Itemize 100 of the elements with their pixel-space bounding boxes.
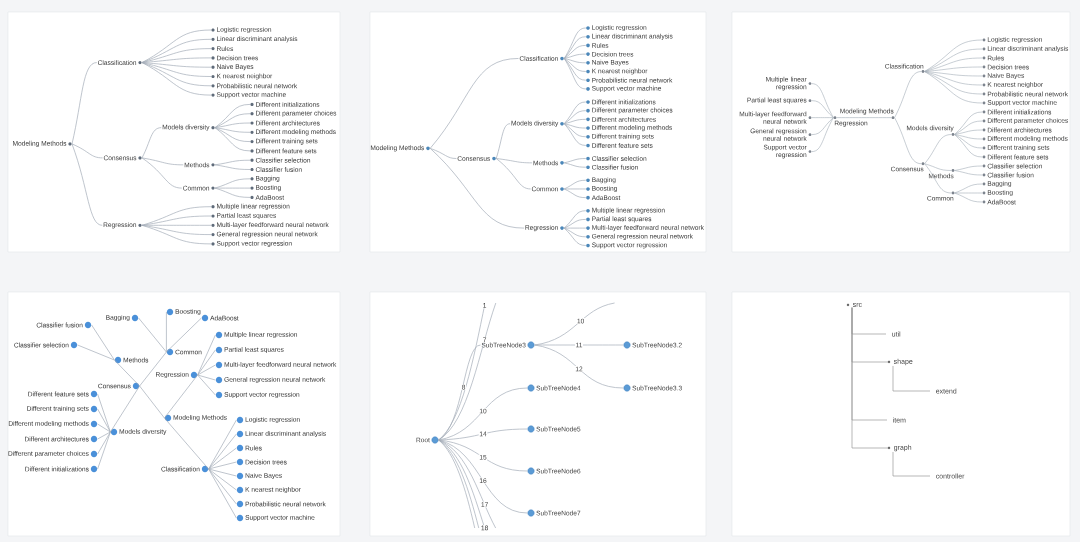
connector — [166, 317, 202, 353]
connector — [924, 71, 983, 77]
connector — [563, 58, 587, 81]
connector — [214, 113, 251, 128]
connector — [563, 110, 587, 125]
connector — [563, 158, 587, 164]
connector — [924, 134, 952, 165]
connector — [563, 27, 587, 59]
connector — [954, 134, 983, 158]
connector — [71, 143, 103, 159]
connector — [894, 71, 922, 118]
connector — [208, 468, 237, 477]
connector — [438, 439, 528, 514]
connector — [811, 117, 834, 135]
connector — [894, 117, 922, 165]
connector — [836, 117, 892, 118]
connector — [954, 183, 983, 194]
connector — [97, 431, 111, 440]
connector — [924, 71, 983, 86]
connector — [892, 365, 931, 392]
connector — [924, 48, 983, 72]
connector — [851, 307, 889, 449]
connector — [495, 158, 533, 164]
connector — [563, 210, 587, 229]
connector — [534, 344, 624, 389]
connector — [563, 123, 587, 129]
connector — [197, 364, 216, 376]
connector — [91, 324, 115, 361]
connector — [811, 83, 834, 118]
connector — [954, 192, 983, 194]
connector — [954, 129, 983, 135]
connector — [208, 447, 237, 470]
connector — [563, 227, 587, 246]
connector — [214, 159, 251, 166]
connector — [141, 157, 183, 189]
connector — [429, 148, 525, 229]
connector — [214, 127, 251, 152]
connector — [954, 120, 983, 135]
connector — [495, 123, 511, 159]
panel-card — [7, 11, 341, 253]
connector — [164, 417, 209, 470]
connector — [811, 117, 834, 118]
connector — [208, 461, 237, 470]
connector — [214, 127, 251, 142]
connector — [208, 419, 237, 470]
connector — [208, 433, 237, 470]
connector — [208, 468, 237, 519]
connector — [208, 468, 237, 491]
connector — [429, 148, 457, 159]
connector — [71, 143, 103, 226]
connector — [563, 36, 587, 59]
connector — [166, 311, 167, 353]
connector — [495, 158, 531, 190]
connector — [563, 188, 587, 190]
connector — [208, 468, 237, 505]
connector — [197, 374, 216, 381]
connector — [563, 188, 587, 198]
connector — [563, 45, 587, 59]
connector — [438, 439, 528, 472]
connector — [563, 123, 587, 146]
connector — [141, 224, 212, 245]
connector — [97, 431, 111, 470]
connector — [563, 101, 587, 125]
panel-card — [731, 291, 1071, 537]
connector — [954, 170, 983, 176]
connector — [139, 385, 165, 419]
connector — [141, 127, 162, 159]
connector — [954, 111, 983, 135]
connector — [438, 428, 528, 441]
connector — [197, 334, 216, 376]
panel-card — [369, 11, 707, 253]
connector — [97, 393, 111, 433]
connector — [563, 53, 587, 59]
connector — [114, 359, 140, 387]
connector — [954, 134, 983, 149]
connector — [214, 164, 251, 170]
panel-card — [731, 11, 1071, 253]
connector — [197, 374, 216, 396]
connector — [214, 187, 251, 189]
connector — [97, 423, 111, 433]
connector — [141, 215, 212, 226]
connector — [164, 374, 198, 419]
connector — [563, 179, 587, 190]
connector — [954, 165, 983, 171]
connector — [141, 157, 184, 166]
connector — [563, 227, 587, 229]
connector — [438, 344, 481, 441]
connector — [97, 431, 111, 455]
connector — [214, 127, 251, 133]
connector — [534, 344, 624, 346]
connector — [924, 57, 983, 72]
connector — [77, 344, 115, 361]
connector — [141, 62, 212, 68]
connector — [563, 119, 587, 125]
connector — [563, 58, 587, 90]
connector — [197, 349, 216, 376]
connector — [563, 123, 587, 138]
connector — [110, 385, 140, 433]
connector — [138, 317, 167, 353]
connector — [563, 58, 587, 64]
